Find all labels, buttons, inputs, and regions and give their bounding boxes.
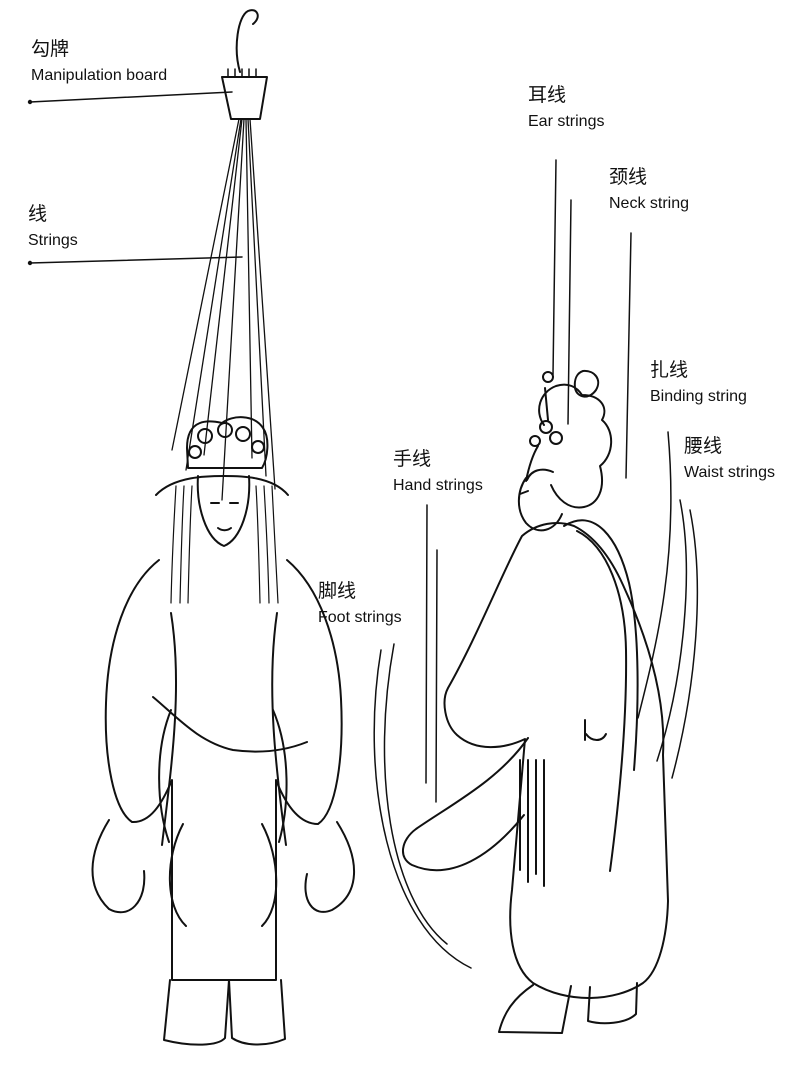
ear-string-leader [552,159,557,376]
neck-string-english: Neck string [609,194,690,212]
binding-string-leader [637,431,672,719]
binding-string-chinese: 扎线 [650,359,689,381]
foot-strings-chinese: 脚线 [318,580,357,602]
waist-strings-english: Waist strings [684,463,775,481]
neck-string-chinese: 颈线 [609,166,648,188]
manipulation-hook [235,9,259,73]
hand-strings-label: 手线 Hand strings [393,448,483,495]
hand-strings-english: Hand strings [393,476,483,494]
left-puppet-strings [171,118,276,501]
right-puppet-strings [373,159,699,969]
foot-strings-english: Foot strings [318,608,402,626]
right-headdress [538,383,613,509]
manipulation-board [221,76,268,120]
waist-string-leader [656,499,688,762]
strings-leader [29,256,243,264]
strings-chinese: 线 [28,203,48,225]
manipulation-board-label: 勾牌 Manipulation board [31,38,168,85]
left-robe [104,559,343,981]
binding-string-label: 扎线 Binding string [650,359,747,406]
left-headdress [186,416,269,469]
foot-string-leader [383,643,448,945]
left-bead-strands [170,485,279,604]
right-robe [443,522,669,999]
right-face [517,477,563,532]
hand-strings-chinese: 手线 [393,448,432,470]
ear-strings-english: Ear strings [528,112,605,130]
left-face [196,475,251,547]
neck-string-label: 颈线 Neck string [609,166,690,213]
strings-label: 线 Strings [28,203,78,250]
strings-english: Strings [28,231,78,249]
manipulation-board-english: Manipulation board [31,66,168,84]
waist-strings-chinese: 腰线 [684,435,723,457]
ear-strings-chinese: 耳线 [528,84,567,106]
manipulation-board-leader [29,91,233,103]
foot-strings-label: 脚线 Foot strings [318,580,402,627]
ear-strings-label: 耳线 Ear strings [528,84,605,131]
manipulation-board-chinese: 勾牌 [31,38,70,60]
binding-string-english: Binding string [650,387,747,405]
waist-strings-label: 腰线 Waist strings [684,435,775,482]
neck-string-leader [625,232,632,479]
